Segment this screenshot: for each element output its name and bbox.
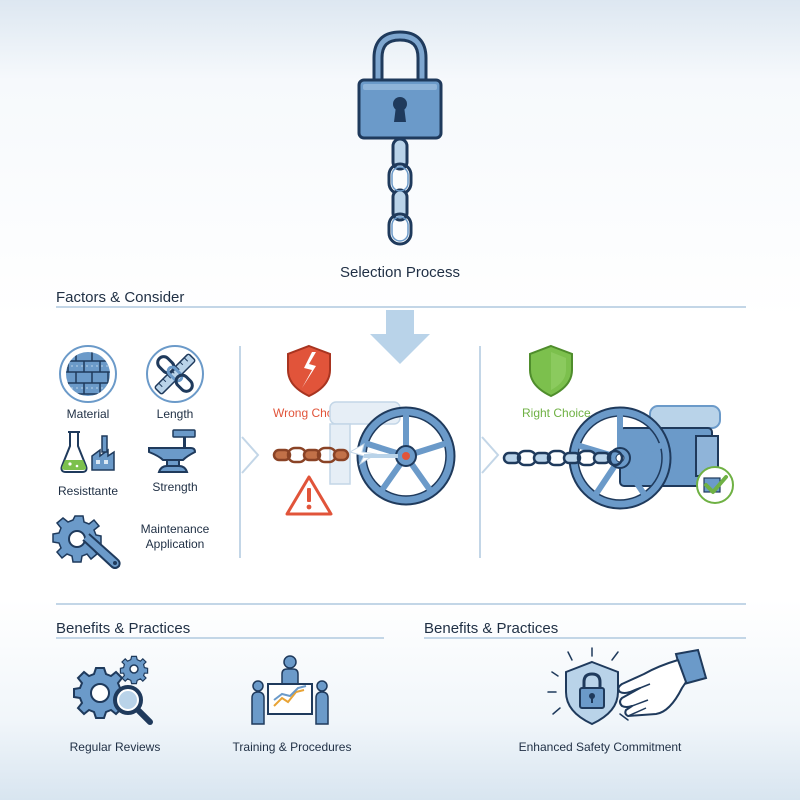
anvil-hammer-icon — [148, 429, 197, 473]
padlock-chain-icon — [357, 30, 443, 246]
broken-shield-icon — [287, 344, 331, 398]
team-chart-icon — [251, 655, 329, 725]
down-arrow-icon — [370, 310, 430, 364]
right-choice-label: Right Choice — [522, 406, 591, 420]
factor-label-length: Length — [156, 407, 194, 421]
warning-triangle-icon — [285, 475, 333, 516]
benefit-label-training-procedures: Training & Procedures — [232, 740, 352, 754]
factors-divider — [56, 306, 746, 308]
section-divider — [56, 603, 746, 605]
benefits-heading-right: Benefits & Practices — [424, 620, 559, 637]
divider-right — [479, 346, 481, 558]
chevron-right-icon — [241, 436, 260, 474]
factor-label-resistance: Resisttante — [57, 484, 119, 498]
checkmark-badge-icon — [696, 466, 734, 504]
factor-label-strength: Strength — [152, 480, 198, 494]
factors-heading: Factors & Consider — [56, 289, 185, 306]
chevron-right-icon — [481, 436, 500, 474]
broken-chain-wheel-icon — [272, 401, 456, 506]
factor-label-material: Material — [66, 407, 110, 421]
divider-left — [239, 346, 241, 558]
benefit-label-regular-reviews: Regular Reviews — [69, 740, 161, 754]
gear-wrench-icon — [52, 515, 121, 569]
shield-icon — [529, 344, 573, 398]
selection-process-label: Selection Process — [339, 264, 461, 281]
shield-lock-handshake-icon — [547, 647, 708, 726]
chemical-flask-factory-icon — [60, 431, 115, 473]
brick-wall-icon — [59, 345, 117, 403]
gears-magnifier-icon — [73, 655, 153, 725]
chain-wheel-machine-icon — [502, 405, 721, 510]
benefits-divider-right — [424, 637, 746, 639]
benefit-label-enhanced-safety: Enhanced Safety Commitment — [518, 740, 682, 754]
chain-ruler-icon — [146, 345, 204, 403]
benefits-divider-left — [56, 637, 384, 639]
benefits-heading-left: Benefits & Practices — [56, 620, 191, 637]
factor-label-maintenance: Maintenance Application — [140, 522, 210, 551]
